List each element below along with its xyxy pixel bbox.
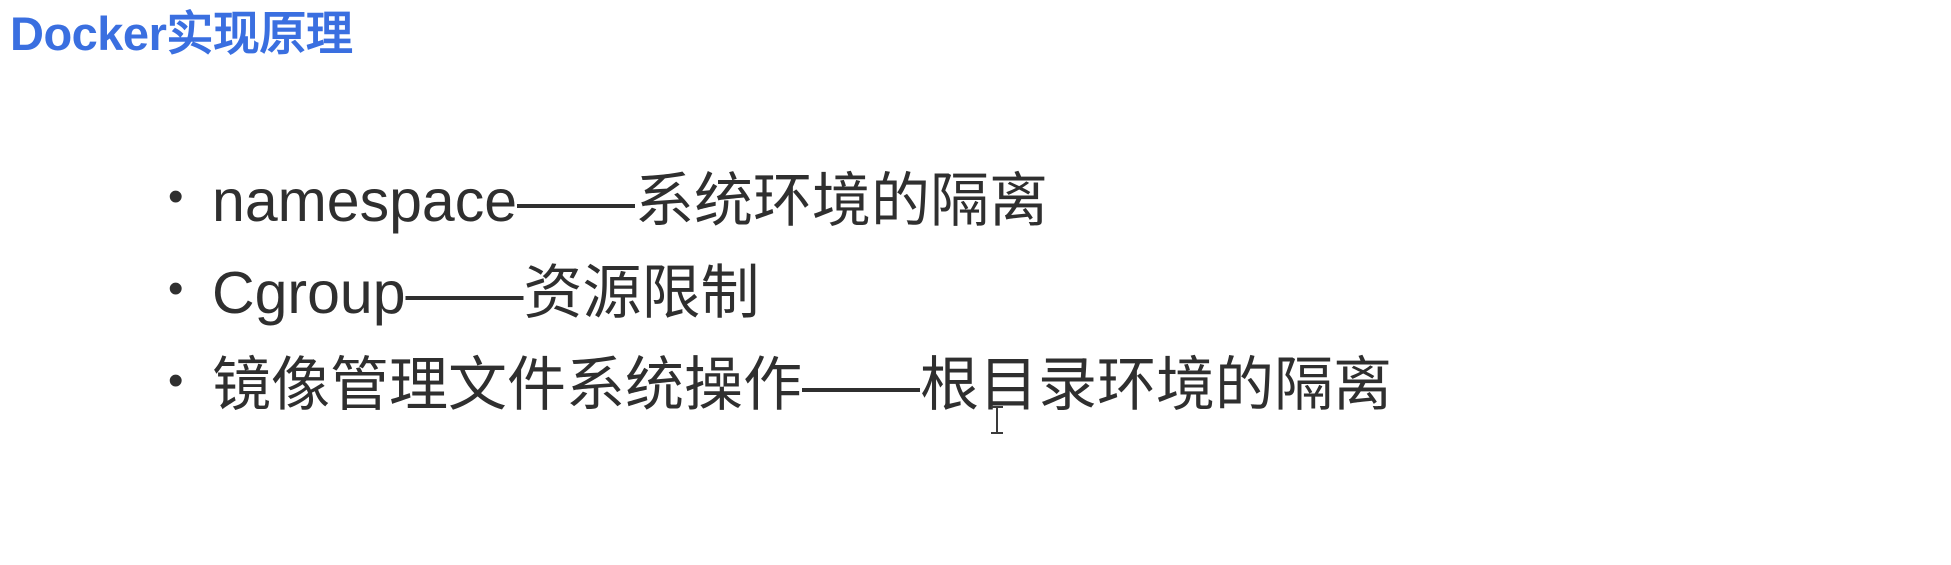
bullet-point-icon: • [168,172,184,221]
list-item-label: namespace——系统环境的隔离 [212,168,1049,234]
bullet-point-icon: • [168,264,184,313]
list-item[interactable]: • namespace——系统环境的隔离 [160,172,1392,264]
list-item-label: 镜像管理文件系统操作——根目录环境的隔离 [212,352,1393,418]
page-title: Docker实现原理 [10,7,353,60]
list-item[interactable]: • 镜像管理文件系统操作——根目录环境的隔离 [160,356,1392,448]
list-item-label: Cgroup——资源限制 [212,260,760,326]
bullet-point-icon: • [168,356,184,405]
bullet-list: • namespace——系统环境的隔离 • Cgroup——资源限制 • 镜像… [160,172,1392,448]
list-item[interactable]: • Cgroup——资源限制 [160,264,1392,356]
